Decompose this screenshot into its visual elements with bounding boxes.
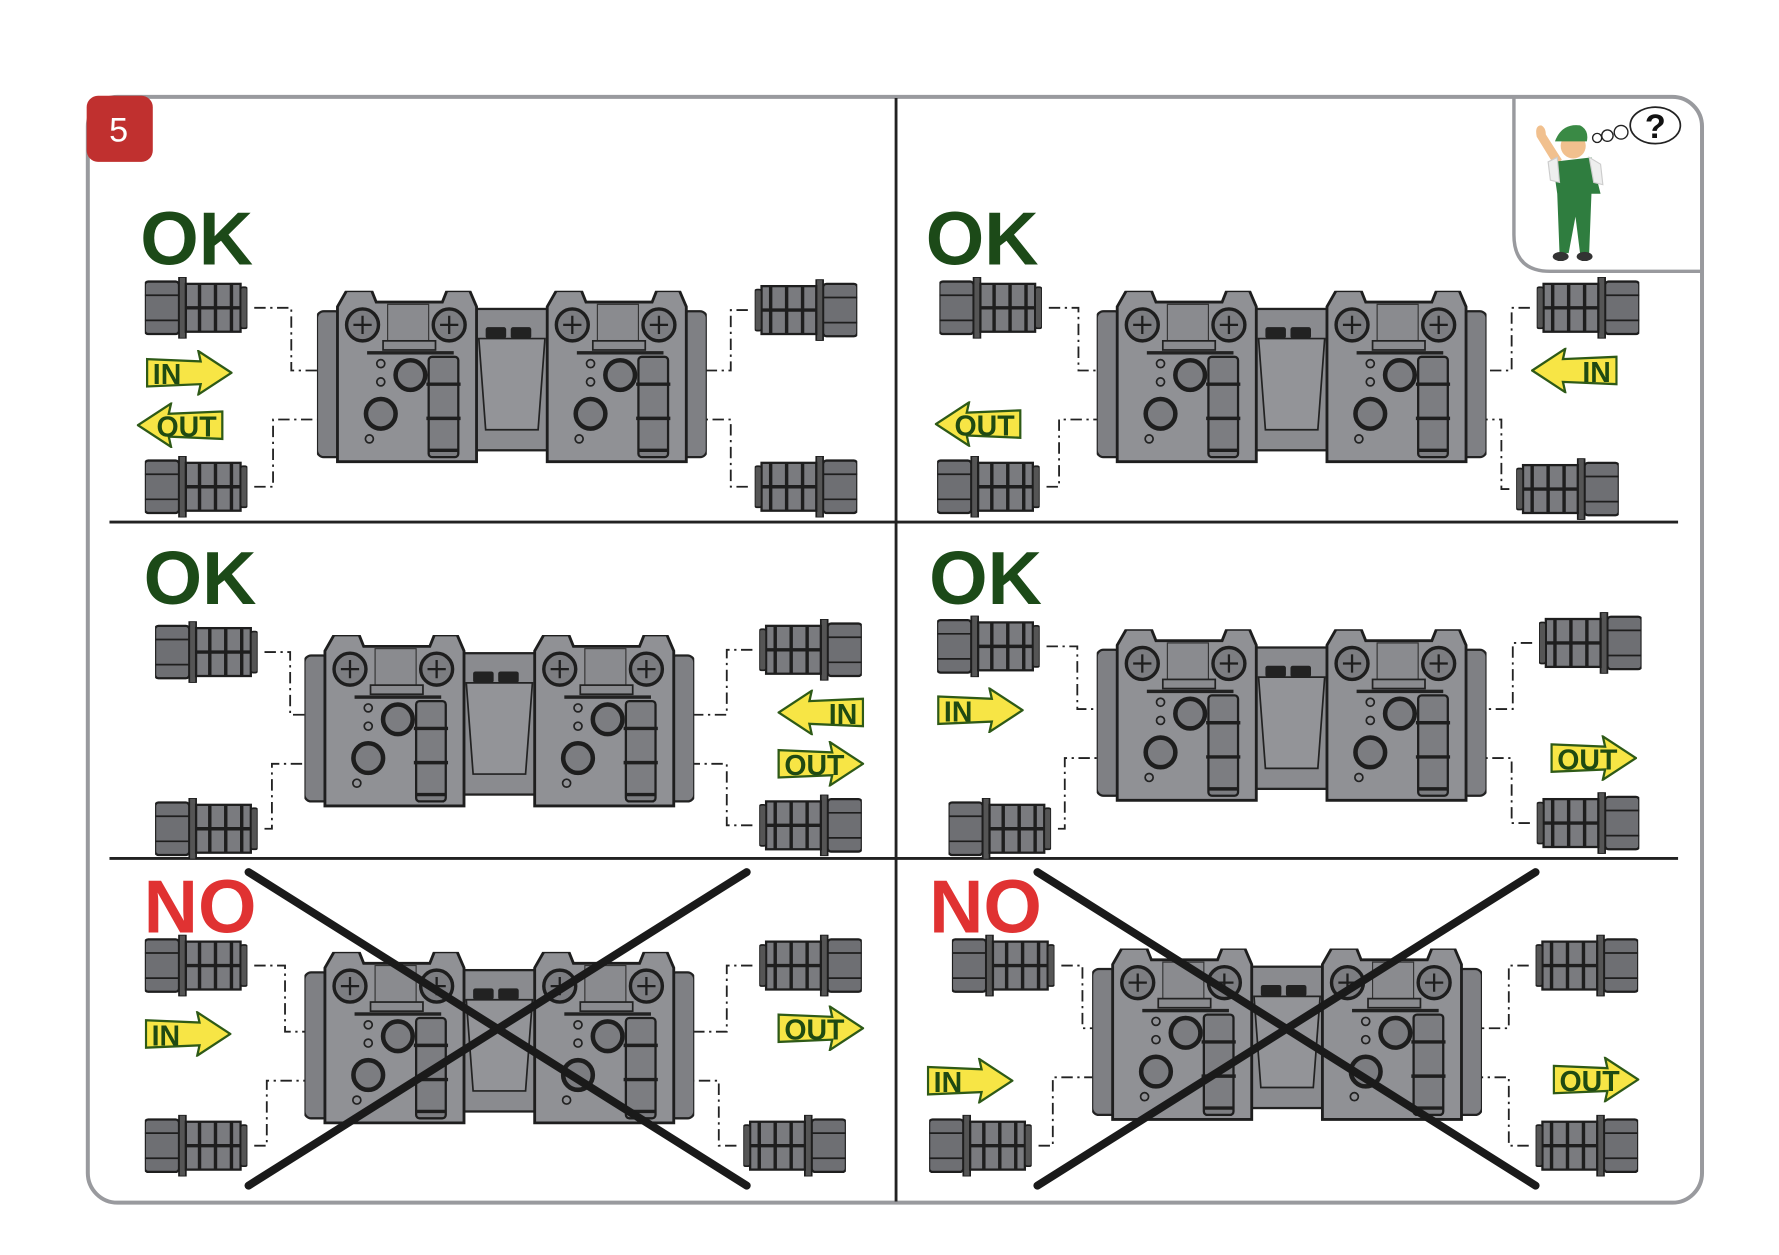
step-number: 5 (109, 111, 128, 149)
panel-6: NO IN OUT (928, 865, 1639, 1190)
connection-line (1046, 418, 1102, 488)
pipe-connector-fitting (759, 619, 862, 681)
cross-out-icon (244, 868, 751, 1190)
flow-arrow-in: IN (779, 691, 863, 734)
thought-bubble-question-icon: ? (1591, 106, 1682, 146)
pipe-connector-fitting (145, 456, 248, 518)
connection-line (702, 418, 748, 488)
connection-line (1477, 964, 1529, 1030)
connection-line (264, 651, 309, 716)
help-character-box: ? (1512, 98, 1701, 274)
connection-line (1046, 645, 1102, 710)
connection-line (254, 306, 322, 372)
panel-5: NO IN OUT (144, 865, 863, 1190)
pipe-connector-fitting (755, 279, 858, 341)
connection-line (1482, 757, 1530, 824)
pipe-connector-fitting (743, 1115, 846, 1177)
connection-line (1057, 757, 1102, 830)
question-mark: ? (1645, 108, 1666, 146)
pipe-connector-fitting (929, 1115, 1032, 1177)
verdict-label: OK (144, 536, 257, 620)
verdict-label: OK (929, 536, 1042, 620)
flow-label: OUT (156, 412, 217, 444)
flow-arrow-in: IN (1532, 349, 1616, 392)
pipe-connector-fitting (145, 277, 248, 339)
pipe-connector-fitting (155, 621, 258, 683)
flow-label: IN (1582, 357, 1611, 389)
pump-device (1097, 291, 1487, 462)
flow-label: OUT (784, 1015, 845, 1047)
pipe-connector-fitting (948, 798, 1051, 860)
pipe-connector-fitting (1537, 277, 1640, 339)
connection-line (254, 964, 309, 1033)
verdict-label: OK (926, 196, 1039, 280)
connection-line (689, 1079, 737, 1147)
flow-arrow-out: OUT (936, 402, 1020, 445)
flow-arrow-out: OUT (1552, 736, 1636, 779)
pipe-connector-fitting (759, 795, 862, 857)
pipe-connector-fitting (1536, 935, 1639, 997)
pump-device (1097, 629, 1487, 800)
pipe-connector-fitting (1516, 458, 1619, 520)
pipe-connector-fitting (1536, 1115, 1639, 1177)
pipe-connector-fitting (759, 935, 862, 997)
flow-label: IN (829, 699, 857, 731)
flow-arrow-out: OUT (779, 1007, 863, 1050)
flow-label: OUT (784, 750, 845, 782)
flow-arrow-in: IN (146, 1012, 230, 1055)
pipe-connector-fitting (145, 1115, 248, 1177)
connection-line (702, 309, 748, 372)
connection-line (254, 418, 322, 488)
pipe-connector-fitting (755, 456, 858, 518)
pipe-connector-fitting (145, 935, 248, 997)
step-badge: 5 (86, 95, 153, 162)
pump-device (304, 952, 694, 1123)
flow-label: OUT (1560, 1066, 1621, 1098)
verdict-label: NO (929, 865, 1042, 949)
verdict-label: NO (144, 865, 257, 949)
flow-label: OUT (1557, 744, 1618, 776)
connection-line (1477, 1076, 1529, 1147)
connection-line (689, 762, 753, 827)
panel-1: OK IN OUT (138, 196, 857, 517)
flow-arrow-out: OUT (779, 742, 863, 785)
cross-out-icon (1033, 868, 1540, 1190)
pump-device (1092, 948, 1482, 1119)
flow-label: IN (934, 1067, 963, 1099)
worker-character-icon (1536, 125, 1604, 262)
panel-2: OK OUT IN (926, 196, 1640, 519)
connection-line (689, 648, 753, 716)
pipe-connector-fitting (939, 277, 1042, 339)
pump-device (304, 635, 694, 806)
pipe-connector-fitting (1537, 792, 1640, 854)
connection-line (1482, 306, 1530, 372)
flow-arrow-out: OUT (1554, 1058, 1638, 1101)
connection-line (1482, 642, 1533, 710)
pipe-connector-fitting (937, 616, 1040, 678)
flow-arrow-out: OUT (138, 404, 222, 447)
verdict-label: OK (140, 196, 253, 280)
flow-label: OUT (954, 410, 1015, 442)
pipe-connector-fitting (1539, 612, 1642, 674)
flow-label: IN (152, 1020, 181, 1052)
pipe-connector-fitting (937, 456, 1040, 518)
pipe-connector-fitting (155, 798, 258, 860)
panel-3: OK IN OUT (144, 536, 863, 859)
connection-line (254, 1079, 309, 1147)
flow-arrow-in: IN (928, 1059, 1012, 1102)
flow-arrow-in: IN (938, 689, 1022, 732)
panel-4: OK IN OUT (929, 536, 1641, 859)
flow-label: IN (153, 359, 182, 391)
connection-line (264, 762, 309, 830)
pump-device (317, 291, 707, 462)
connection-line (1038, 1076, 1097, 1147)
pipe-connector-fitting (952, 935, 1055, 997)
flow-arrow-in: IN (147, 351, 231, 394)
connection-line (1482, 418, 1510, 490)
connection-line (1061, 964, 1097, 1030)
flow-label: IN (944, 697, 972, 729)
